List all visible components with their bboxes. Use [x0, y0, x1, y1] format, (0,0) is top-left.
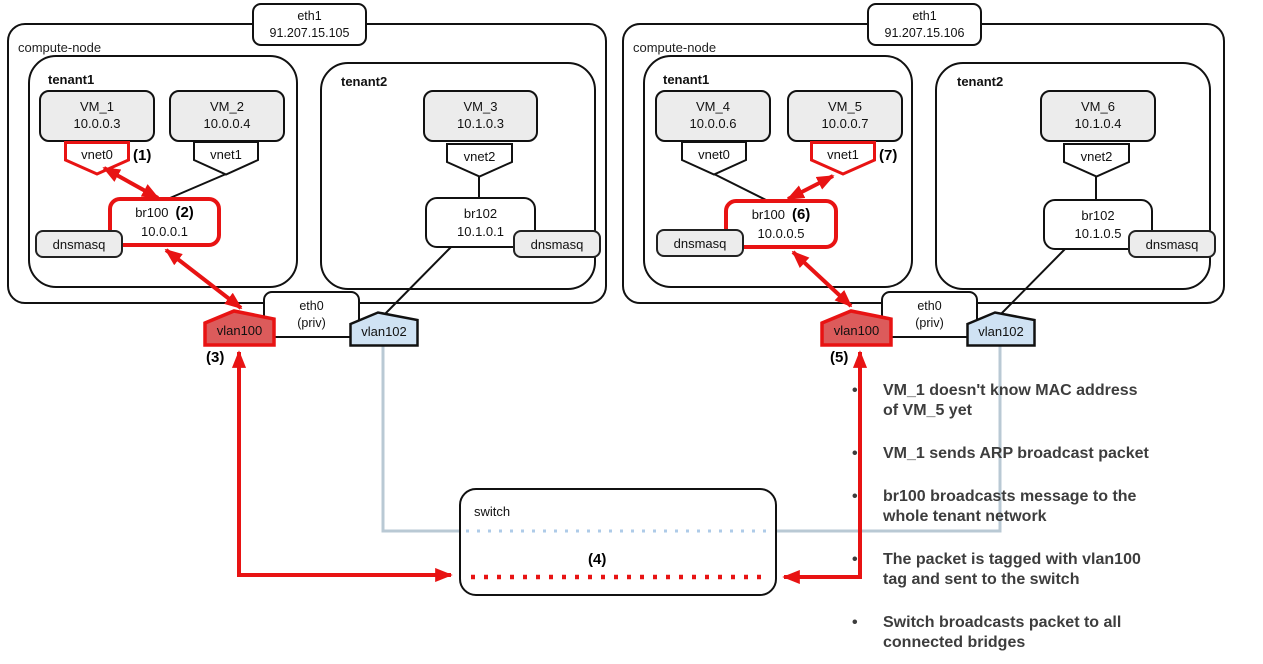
vnet1-left: vnet1: [193, 141, 259, 176]
vlan100-left: vlan100: [203, 309, 276, 347]
switch-label: switch: [474, 504, 511, 519]
note-text-5: Switch broadcasts packet to all connecte…: [883, 614, 1122, 651]
note-item-4: • The packet is tagged with vlan100 tag …: [852, 550, 1244, 590]
note-item-5: • Switch broadcasts packet to all connec…: [852, 613, 1244, 653]
note-item-3: • br100 broadcasts message to the whole …: [852, 487, 1244, 527]
eth1-left-ip: 91.207.15.105: [269, 25, 350, 40]
eth1-box-left: eth1 91.207.15.105: [252, 3, 367, 46]
bullet-icon: •: [852, 382, 858, 399]
vlan100-left-label: vlan100: [216, 323, 263, 338]
bullet-icon: •: [852, 445, 858, 462]
step-2-label: (2): [175, 204, 194, 222]
br100-left-box: br100 (2) 10.0.0.1: [108, 197, 221, 247]
br102-left-ip: 10.1.0.1: [457, 223, 504, 239]
vnet2-left: vnet2: [446, 143, 513, 178]
vnet0-left: vnet0: [64, 141, 130, 176]
tenant2-box-left: [320, 62, 596, 290]
eth0-box-right: eth0 (priv): [881, 291, 978, 338]
vm6-ip: 10.1.0.4: [1074, 116, 1122, 131]
vnet0-left-label: vnet0: [81, 147, 113, 162]
br102-right-ip: 10.1.0.5: [1074, 225, 1122, 241]
vnet1-right-label: vnet1: [827, 147, 859, 162]
vm3-name: VM_3: [463, 99, 498, 115]
note-item-2: • VM_1 sends ARP broadcast packet: [852, 444, 1244, 464]
tenant1-right-label: tenant1: [663, 72, 710, 87]
notes-list: • VM_1 doesn't know MAC address of VM_5 …: [852, 381, 1244, 664]
bullet-icon: •: [852, 614, 858, 631]
bullet-icon: •: [852, 488, 858, 505]
vnet2-right: vnet2: [1063, 143, 1130, 178]
vm2-box: VM_2 10.0.0.4: [169, 90, 285, 142]
note-text-4: The packet is tagged with vlan100 tag an…: [883, 551, 1141, 588]
br102-right-name: br102: [1081, 207, 1115, 223]
vlan102-left: vlan102: [349, 311, 419, 347]
vm6-name: VM_6: [1081, 99, 1115, 115]
step-7-label: (7): [879, 147, 898, 164]
vnet0-right-label: vnet0: [698, 147, 730, 162]
dnsmasq-left-tenant2: dnsmasq: [513, 230, 601, 258]
vlan100-right-label: vlan100: [833, 323, 880, 338]
eth1-box-right: eth1 91.207.15.106: [867, 3, 982, 46]
vm5-ip: 10.0.0.7: [821, 116, 869, 131]
vm4-box: VM_4 10.0.0.6: [655, 90, 771, 142]
vm1-box: VM_1 10.0.0.3: [39, 90, 155, 142]
tenant2-left-label: tenant2: [341, 74, 388, 89]
vlan102-right-label: vlan102: [978, 324, 1024, 339]
eth0-left-sub: (priv): [297, 315, 326, 330]
dnsmasq-right-tenant2: dnsmasq: [1128, 230, 1216, 258]
vm4-name: VM_4: [696, 99, 730, 115]
dnsmasq-left-tenant1: dnsmasq: [35, 230, 123, 258]
note-text-2: VM_1 sends ARP broadcast packet: [883, 445, 1149, 462]
br100-right-ip: 10.0.0.5: [757, 226, 805, 242]
vlan102-right: vlan102: [966, 311, 1036, 347]
bullet-icon: •: [852, 551, 858, 568]
note-item-1: • VM_1 doesn't know MAC address of VM_5 …: [852, 381, 1244, 421]
step-1-label: (1): [133, 147, 152, 164]
tenant1-box-right: [643, 55, 913, 288]
br100-left-ip: 10.0.0.1: [141, 224, 188, 240]
eth1-right-name: eth1: [912, 9, 937, 24]
tenant1-box-left: [28, 55, 298, 288]
step-6-label: (6): [791, 206, 811, 224]
step-3-label: (3): [206, 349, 225, 366]
vm6-box: VM_6 10.1.0.4: [1040, 90, 1156, 142]
vm5-name: VM_5: [828, 99, 862, 115]
vm5-box: VM_5 10.0.0.7: [787, 90, 903, 142]
eth0-left-name: eth0: [299, 299, 324, 314]
tenant2-right-label: tenant2: [957, 74, 1004, 89]
vm3-ip: 10.1.0.3: [457, 116, 504, 131]
note-text-1: VM_1 doesn't know MAC address of VM_5 ye…: [883, 382, 1138, 419]
step-4-label: (4): [588, 551, 607, 568]
br102-left-name: br102: [463, 205, 498, 221]
vnet1-right: vnet1: [810, 141, 876, 176]
dnsmasq-right-tenant1: dnsmasq: [656, 229, 744, 257]
br100-left-name: br100: [135, 205, 169, 221]
vnet2-right-label: vnet2: [1080, 149, 1113, 164]
compute-node-left-label: compute-node: [18, 40, 102, 55]
vnet2-left-label: vnet2: [463, 149, 496, 164]
vlan100-right: vlan100: [820, 309, 893, 347]
compute-node-right-label: compute-node: [633, 40, 717, 55]
br100-right-name: br100: [751, 207, 785, 223]
vm1-ip: 10.0.0.3: [73, 116, 121, 131]
eth1-right-ip: 91.207.15.106: [884, 25, 965, 40]
vnet1-left-label: vnet1: [210, 147, 242, 162]
note-text-3: br100 broadcasts message to the whole te…: [883, 488, 1137, 525]
vm4-ip: 10.0.0.6: [689, 116, 737, 131]
tenant2-box-right: [935, 62, 1211, 290]
vm2-ip: 10.0.0.4: [203, 116, 251, 131]
eth0-right-sub: (priv): [915, 315, 944, 330]
tenant1-left-label: tenant1: [48, 72, 95, 87]
vnet0-right: vnet0: [681, 141, 747, 176]
eth1-left-name: eth1: [297, 9, 322, 24]
vm2-name: VM_2: [210, 99, 244, 115]
vlan102-left-label: vlan102: [361, 324, 407, 339]
eth0-right-name: eth0: [917, 299, 942, 314]
vm1-name: VM_1: [80, 99, 114, 115]
vm3-box: VM_3 10.1.0.3: [423, 90, 538, 142]
eth0-box-left: eth0 (priv): [263, 291, 360, 338]
step-5-label: (5): [830, 349, 849, 366]
